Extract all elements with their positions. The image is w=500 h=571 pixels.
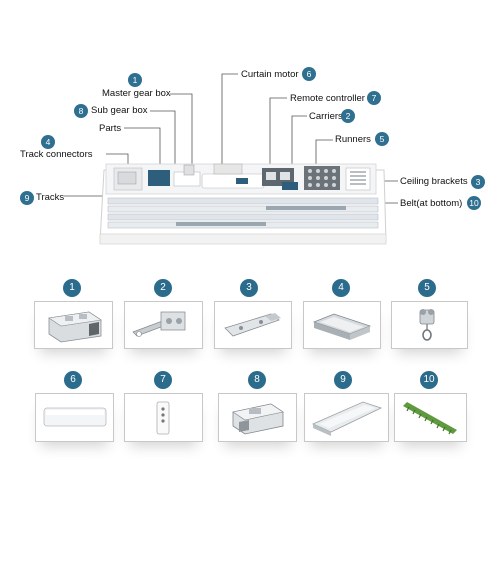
grid-badge-2: 2 (154, 279, 172, 297)
callout-badge-2: 2 (341, 109, 355, 123)
part-tile-7 (124, 393, 203, 442)
grid-badge-10: 10 (420, 371, 438, 389)
runner-icon (419, 309, 435, 341)
leader-lines (64, 73, 398, 204)
label-sub-gear-box: Sub gear box (91, 105, 148, 116)
carrier-icon (132, 311, 186, 337)
label-master-gear-box: Master gear box (102, 88, 171, 99)
sub-gear-box-icon (232, 403, 284, 435)
part-tile-8 (218, 393, 297, 442)
label-runners: Runners (335, 134, 371, 145)
label-curtain-motor: Curtain motor (241, 69, 299, 80)
grid-badge-1: 1 (63, 279, 81, 297)
label-ceiling-brackets: Ceiling brackets (400, 176, 468, 187)
label-carriers: Carriers (309, 111, 343, 122)
part-tile-5 (391, 301, 468, 349)
callout-badge-5: 5 (375, 132, 389, 146)
track-icon (312, 401, 383, 436)
part-tile-9 (304, 393, 389, 442)
grid-badge-4: 4 (332, 279, 350, 297)
label-tracks: Tracks (36, 192, 65, 203)
callout-badge-7: 7 (367, 91, 381, 105)
callout-badge-10: 10 (467, 196, 481, 210)
track-channel-icon (312, 313, 372, 340)
belt-icon (403, 402, 457, 435)
curtain-kit-box-illustration (99, 163, 387, 245)
callout-badge-3: 3 (471, 175, 485, 189)
part-tile-1 (34, 301, 113, 349)
remote-controller-icon (156, 401, 170, 435)
grid-badge-5: 5 (418, 279, 436, 297)
curtain-motor-icon (43, 407, 107, 427)
callout-badge-1: 1 (128, 73, 142, 87)
callout-badge-6: 6 (302, 67, 316, 81)
part-tile-3 (214, 301, 292, 349)
part-tile-10 (394, 393, 467, 442)
part-tile-6 (35, 393, 114, 442)
part-tile-2 (124, 301, 203, 349)
grid-badge-3: 3 (240, 279, 258, 297)
ceiling-bracket-icon (224, 313, 281, 337)
grid-badge-8: 8 (248, 371, 266, 389)
callout-badge-4: 4 (41, 135, 55, 149)
label-track-connectors: Track connectors (20, 149, 93, 160)
label-parts: Parts (99, 123, 122, 134)
callout-badge-8: 8 (74, 104, 88, 118)
label-remote-controller: Remote controller (290, 93, 365, 104)
grid-badge-6: 6 (64, 371, 82, 389)
track-connector-icon (48, 311, 102, 343)
grid-badge-7: 7 (154, 371, 172, 389)
part-tile-4 (303, 301, 381, 349)
callout-badge-9: 9 (20, 191, 34, 205)
label-belt: Belt(at bottom) (400, 198, 463, 209)
grid-badge-9: 9 (334, 371, 352, 389)
